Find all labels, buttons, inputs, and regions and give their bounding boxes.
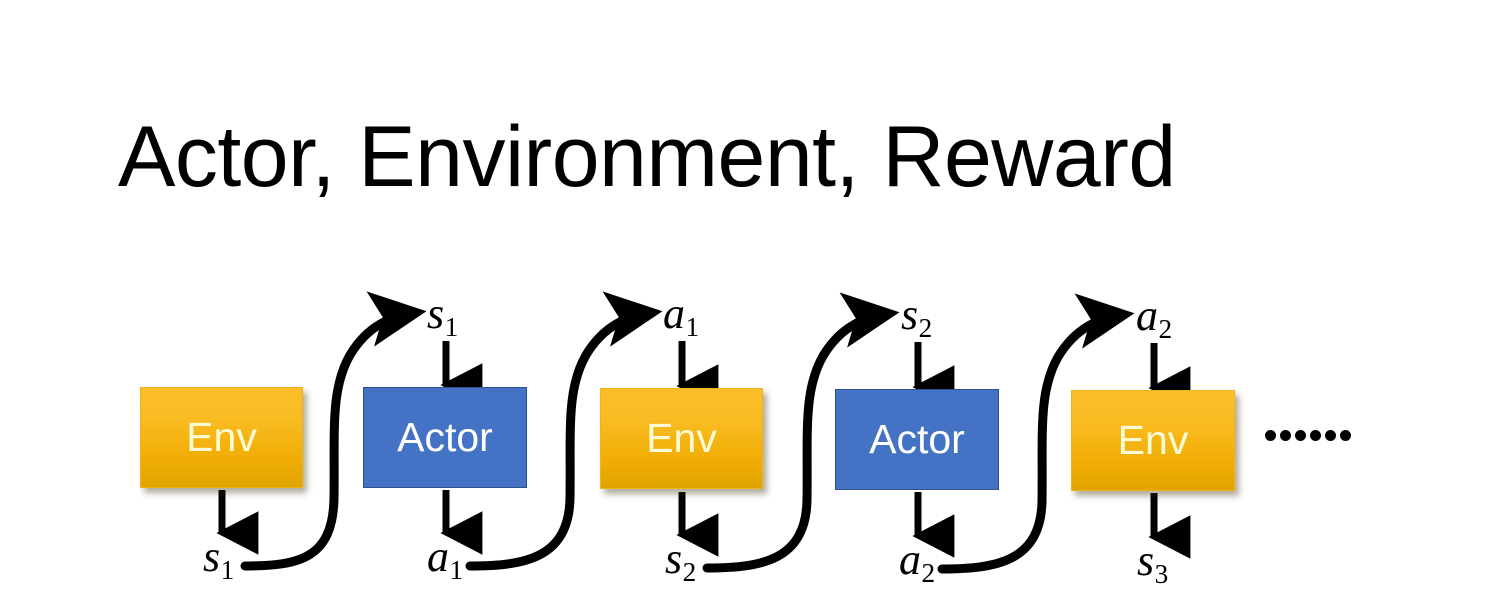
- math-label-subscript: 1: [444, 312, 459, 343]
- node-label: Env: [1117, 417, 1189, 463]
- node-env2[interactable]: Env: [600, 388, 763, 489]
- math-label-subscript: 1: [220, 555, 235, 586]
- math-label-base: a: [899, 535, 921, 584]
- node-actor1[interactable]: Actor: [363, 387, 527, 488]
- ellipsis-dot: [1295, 430, 1306, 441]
- math-label-base: s: [427, 289, 445, 338]
- math-label-subscript: 3: [1154, 559, 1169, 590]
- ellipsis-dot: [1325, 430, 1336, 441]
- math-label-subscript: 1: [449, 555, 464, 586]
- math-label-top-s1: s1: [427, 289, 458, 341]
- math-label-subscript: 1: [685, 312, 700, 343]
- math-label-subscript: 2: [1158, 314, 1173, 345]
- ellipsis-dot: [1310, 430, 1321, 441]
- ellipsis-dot: [1265, 430, 1276, 441]
- ellipsis-dot: [1340, 430, 1351, 441]
- math-label-top-a2: a2: [1136, 291, 1172, 343]
- math-label-base: a: [663, 289, 685, 338]
- math-label-base: a: [1136, 291, 1158, 340]
- math-label-base: s: [203, 532, 221, 581]
- node-actor2[interactable]: Actor: [835, 389, 999, 490]
- math-label-bot-a2: a2: [899, 535, 935, 587]
- math-label-subscript: 2: [918, 313, 933, 344]
- math-label-base: s: [1137, 536, 1155, 585]
- node-label: Env: [186, 414, 257, 460]
- math-label-base: a: [427, 532, 449, 581]
- node-label: Actor: [869, 416, 965, 462]
- node-label: Env: [646, 415, 717, 461]
- math-label-bot-s1: s1: [203, 532, 234, 584]
- math-label-base: s: [665, 534, 683, 583]
- math-label-subscript: 2: [682, 557, 697, 588]
- page-title: Actor, Environment, Reward: [118, 109, 1176, 205]
- node-env3[interactable]: Env: [1071, 390, 1235, 491]
- math-label-base: s: [901, 290, 919, 339]
- ellipsis-dot: [1280, 430, 1291, 441]
- math-label-bot-s3: s3: [1137, 536, 1168, 588]
- node-label: Actor: [397, 414, 493, 460]
- math-label-bot-a1: a1: [427, 532, 463, 584]
- math-label-top-a1: a1: [663, 289, 699, 341]
- continuation-ellipsis: [1265, 430, 1351, 441]
- math-label-top-s2: s2: [901, 290, 932, 342]
- math-label-subscript: 2: [921, 558, 936, 589]
- math-label-bot-s2: s2: [665, 534, 696, 586]
- node-env1[interactable]: Env: [140, 387, 303, 488]
